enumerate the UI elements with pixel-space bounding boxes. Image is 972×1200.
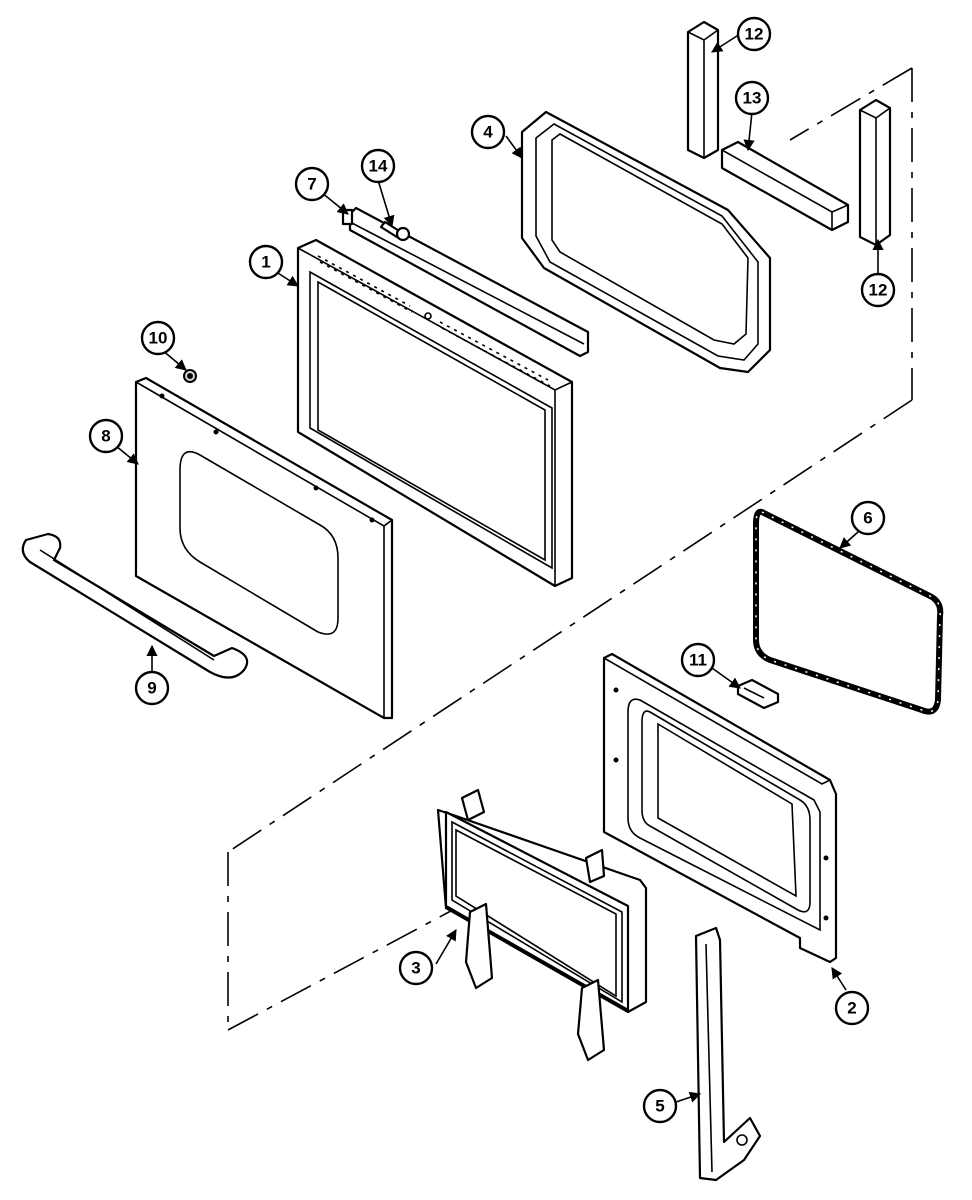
callout-11: 11: [680, 642, 716, 678]
callout-1: 1: [248, 244, 284, 280]
callout-12-bottom: 12: [860, 272, 896, 308]
part-4-window-frame: [520, 110, 772, 374]
callout-6: 6: [850, 500, 886, 536]
callout-4-label: 4: [483, 123, 493, 142]
vent-slots: [317, 255, 551, 387]
part-5-hinge: [694, 926, 762, 1182]
callout-10: 10: [140, 320, 176, 356]
part-1-outer-door-frame: [296, 238, 574, 588]
callout-3: 3: [398, 950, 434, 986]
callout-12-top-label: 12: [745, 25, 764, 44]
part-11-bracket: [736, 678, 780, 710]
callout-14-label: 14: [369, 157, 388, 176]
callout-12-bottom-label: 12: [869, 281, 888, 300]
leader-lines: [115, 33, 884, 1103]
part-9-door-handle: [21, 532, 249, 679]
part-6-door-gasket: [753, 508, 944, 715]
part-13-insulation-bar: [720, 140, 850, 232]
callout-12-top: 12: [736, 16, 772, 52]
callout-6-label: 6: [863, 509, 872, 528]
callout-1-label: 1: [261, 253, 270, 272]
callout-13-label: 13: [743, 89, 762, 108]
callout-8-label: 8: [101, 427, 110, 446]
callout-7: 7: [294, 166, 330, 202]
callout-3-label: 3: [411, 959, 420, 978]
callout-10-label: 10: [149, 329, 168, 348]
callout-4: 4: [470, 114, 506, 150]
callout-9-label: 9: [147, 679, 156, 698]
callout-5-label: 5: [655, 1097, 664, 1116]
part-10-nut: [183, 369, 197, 383]
part-12-insulation-left: [686, 20, 720, 160]
callout-7-label: 7: [307, 175, 316, 194]
callout-9: 9: [134, 670, 170, 706]
part-2-inner-door-liner: [602, 652, 838, 964]
callout-5: 5: [642, 1088, 678, 1124]
callout-14: 14: [360, 148, 396, 184]
part-8-outer-glass-panel: [134, 376, 394, 720]
callout-2-label: 2: [847, 999, 856, 1018]
separation-dash-lines: [227, 67, 913, 1031]
callout-13: 13: [734, 80, 770, 116]
callout-11-label: 11: [689, 651, 707, 670]
callout-2: 2: [834, 990, 870, 1026]
part-7-vent-channel: [341, 206, 590, 358]
callout-8: 8: [88, 418, 124, 454]
part-3-inner-glass-pack: [436, 788, 648, 1062]
part-12-insulation-right: [858, 98, 892, 247]
